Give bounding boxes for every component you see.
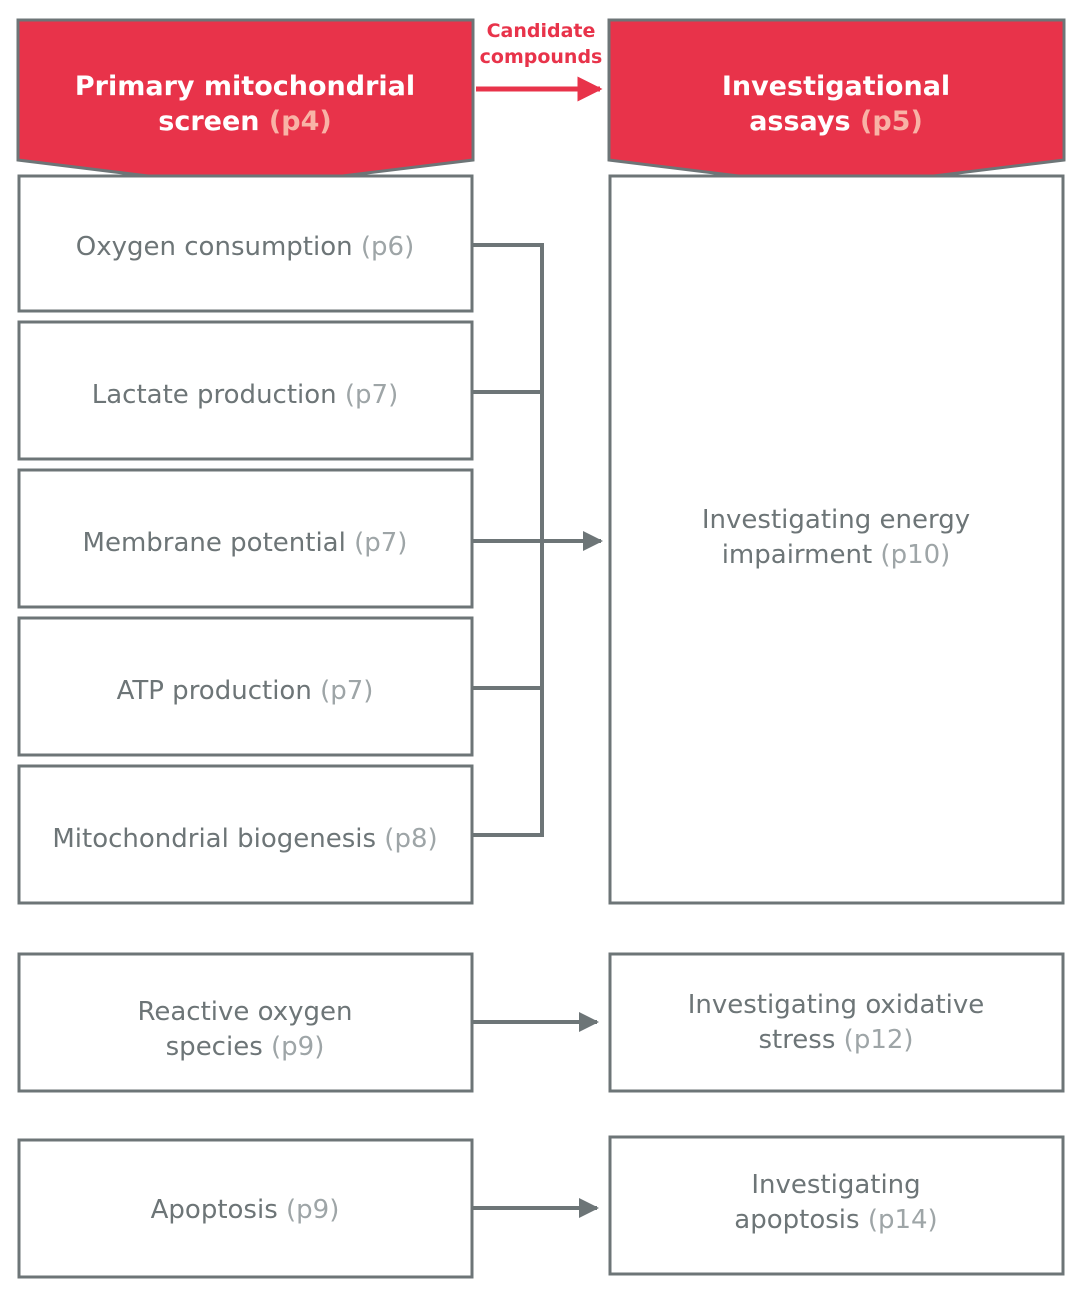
screen-assay-membrane-potential: Membrane potential (p7) — [17, 468, 474, 609]
screen-assay-label: Lactate production (p7) — [92, 380, 399, 410]
apoptosis-label: Apoptosis (p9) — [151, 1195, 340, 1225]
screen-assay-atp-production: ATP production (p7) — [17, 616, 474, 757]
investigating-apoptosis-box: Investigating apoptosis (p14) — [608, 1135, 1065, 1276]
investigating-apoptosis-line2: apoptosis (p14) — [734, 1205, 937, 1235]
header-investigational-line2: assays (p5) — [749, 106, 923, 137]
oxidative-line1: Investigating oxidative — [688, 990, 985, 1020]
energy-line2: impairment (p10) — [722, 540, 951, 570]
reactive-oxygen-species-box: Reactive oxygen species (p9) — [17, 952, 474, 1093]
investigating-apoptosis-line1: Investigating — [751, 1170, 920, 1200]
screen-assay-oxygen-consumption: Oxygen consumption (p6) — [17, 174, 474, 313]
header-primary-line1: Primary mitochondrial — [75, 71, 415, 102]
header-investigational-assays: Investigational assays (p5) — [607, 18, 1066, 190]
oxidative-line2: stress (p12) — [758, 1025, 913, 1055]
ros-line1: Reactive oxygen — [137, 997, 352, 1027]
energy-line1: Investigating energy — [702, 505, 970, 535]
connector-label-line1: Candidate — [487, 20, 596, 42]
apoptosis-box: Apoptosis (p9) — [17, 1138, 474, 1279]
ros-line2: species (p9) — [166, 1032, 325, 1062]
investigating-oxidative-stress-box: Investigating oxidative stress (p12) — [608, 952, 1065, 1093]
screen-assay-label: ATP production (p7) — [117, 676, 374, 706]
screen-assay-label: Oxygen consumption (p6) — [76, 232, 414, 262]
investigating-energy-impairment-box: Investigating energy impairment (p10) — [608, 174, 1065, 905]
header-investigational-page: (p5) — [860, 106, 923, 137]
screen-assay-lactate-production: Lactate production (p7) — [17, 320, 474, 461]
connector-label-line2: compounds — [480, 46, 603, 68]
header-primary-screen: Primary mitochondrial screen (p4) — [16, 18, 475, 190]
screen-assay-label: Membrane potential (p7) — [83, 528, 408, 558]
screen-assay-mitochondrial-biogenesis: Mitochondrial biogenesis (p8) — [17, 764, 474, 905]
header-primary-page: (p4) — [269, 106, 332, 137]
candidate-compounds-connector: Candidate compounds — [476, 20, 603, 102]
header-investigational-line1: Investigational — [722, 71, 950, 102]
screen-assay-label: Mitochondrial biogenesis (p8) — [52, 824, 437, 854]
header-primary-line2: screen (p4) — [158, 106, 331, 137]
